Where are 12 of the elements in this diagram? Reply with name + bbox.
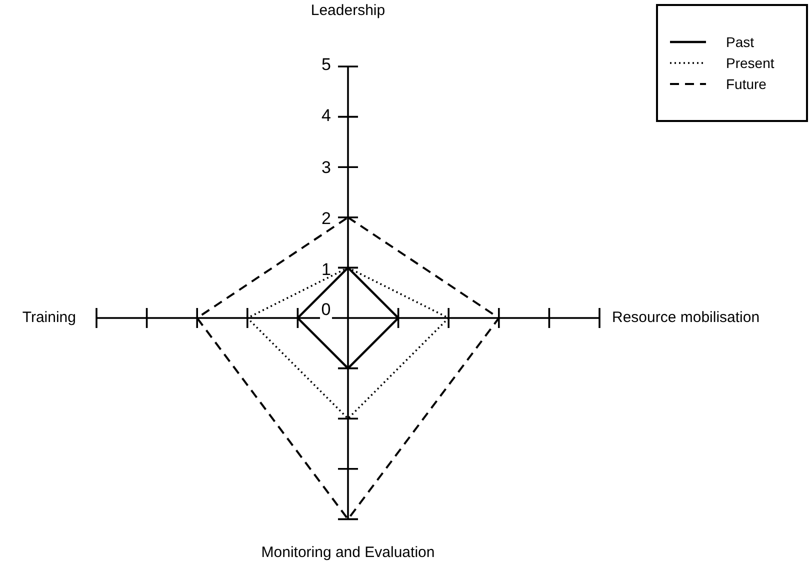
axis-label: Training bbox=[21, 309, 76, 328]
legend-label: Present bbox=[726, 56, 774, 70]
axis-label: Leadership bbox=[310, 2, 386, 21]
tick-label: 5 bbox=[320, 54, 331, 76]
tick-label: 2 bbox=[320, 208, 331, 230]
axis-label: Resource mobilisation bbox=[612, 309, 760, 328]
legend-label: Future bbox=[726, 77, 766, 91]
tick-label: 4 bbox=[320, 105, 331, 126]
axis-label: Monitoring and Evaluation bbox=[260, 544, 436, 563]
tick-label: 1 bbox=[320, 259, 331, 280]
tick-label: 3 bbox=[320, 157, 331, 178]
legend-label: Past bbox=[726, 35, 754, 49]
